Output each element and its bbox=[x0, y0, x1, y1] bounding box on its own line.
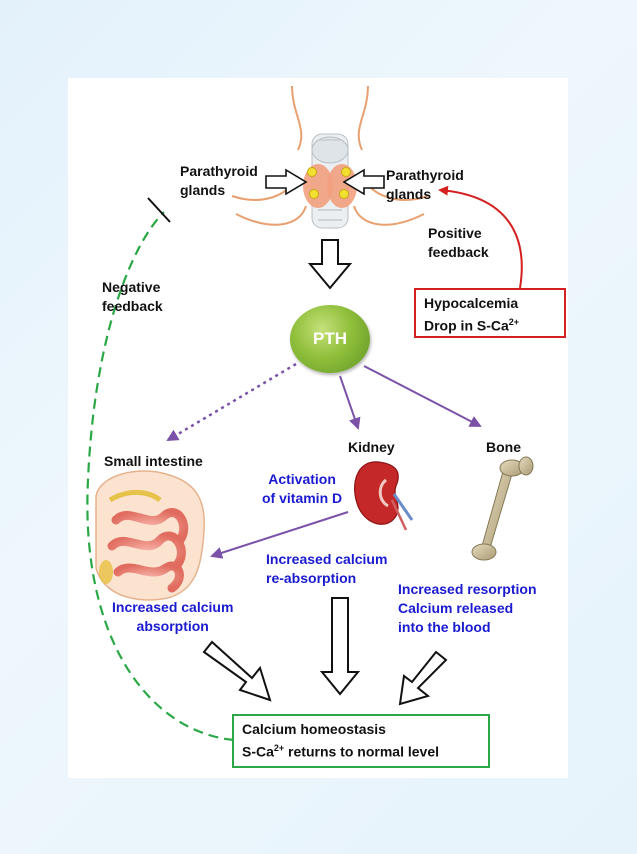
pth-node: PTH bbox=[290, 305, 370, 373]
pth-to-kidney-arrow bbox=[339, 375, 361, 430]
kidney-illustration-icon bbox=[354, 461, 414, 531]
small-intestine-label: Small intestine bbox=[104, 453, 203, 469]
hypocalcemia-line2: Drop in S-Ca2+ bbox=[424, 317, 520, 334]
intestine-illustration-icon bbox=[95, 470, 205, 601]
negative-feedback-inhibition-bar bbox=[147, 197, 171, 223]
glands-to-pth-arrow bbox=[307, 239, 353, 290]
pth-to-intestine-arrow bbox=[166, 362, 297, 442]
bone-label: Bone bbox=[486, 439, 521, 455]
calcium-homeostasis-box: Calcium homeostasis S-Ca2+ returns to no… bbox=[232, 714, 490, 768]
gland-pointer-arrows bbox=[265, 168, 385, 196]
homeostasis-line1: Calcium homeostasis bbox=[242, 721, 386, 737]
kidney-to-intestine-arrow bbox=[210, 511, 349, 559]
femur-bone-illustration-icon bbox=[471, 456, 534, 561]
negative-feedback-arrow bbox=[86, 211, 235, 742]
hypocalcemia-line1: Hypocalcemia bbox=[424, 295, 519, 311]
resorption-to-homeostasis-arrow bbox=[398, 650, 448, 706]
homeostasis-line2: S-Ca2+ returns to normal level bbox=[242, 743, 439, 760]
hypocalcemia-box: Hypocalcemia Drop in S-Ca2+ bbox=[414, 288, 566, 338]
thyroid-larynx-illustration-icon bbox=[231, 85, 429, 229]
absorption-to-homeostasis-arrow bbox=[202, 640, 272, 702]
kidney-label: Kidney bbox=[348, 439, 395, 455]
reabsorption-to-homeostasis-arrow bbox=[319, 597, 361, 696]
positive-feedback-arrow bbox=[438, 185, 523, 289]
pth-to-bone-arrow bbox=[363, 365, 482, 427]
